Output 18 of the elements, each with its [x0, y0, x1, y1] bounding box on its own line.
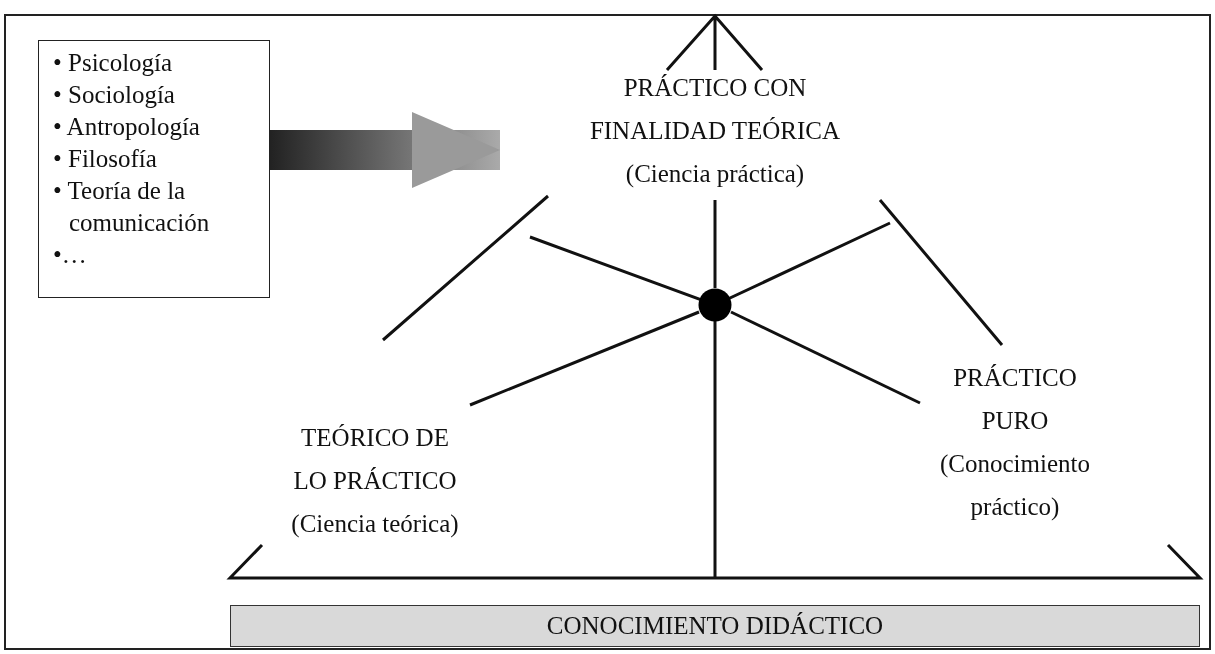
- category-subtitle: (Ciencia práctica): [624, 159, 806, 189]
- category-heading: PRÁCTICO CON FINALIDAD TEÓRICA: [588, 73, 842, 146]
- connector-line: [469, 310, 700, 407]
- base-bar: CONOCIMIENTO DIDÁCTICO: [230, 605, 1200, 647]
- list-item: • Filosofía: [53, 144, 158, 174]
- list-item: • Antropología: [53, 112, 201, 142]
- list-item: • Teoría de la comunicación: [53, 176, 211, 238]
- list-box: [38, 40, 270, 298]
- category-heading: PRÁCTICO PURO: [952, 363, 1078, 436]
- list-item: •…: [53, 240, 88, 270]
- connector-line: [713, 200, 717, 288]
- category-subtitle: (Ciencia teórica): [290, 509, 460, 540]
- list-item: • Psicología: [53, 48, 174, 78]
- block-arrow: [270, 112, 500, 188]
- category-heading: TEÓRICO DE LO PRÁCTICO: [292, 423, 458, 496]
- category-subtitle: (Conocimiento práctico): [939, 449, 1091, 522]
- list-item: • Sociología: [53, 80, 176, 110]
- connector-line: [730, 310, 921, 405]
